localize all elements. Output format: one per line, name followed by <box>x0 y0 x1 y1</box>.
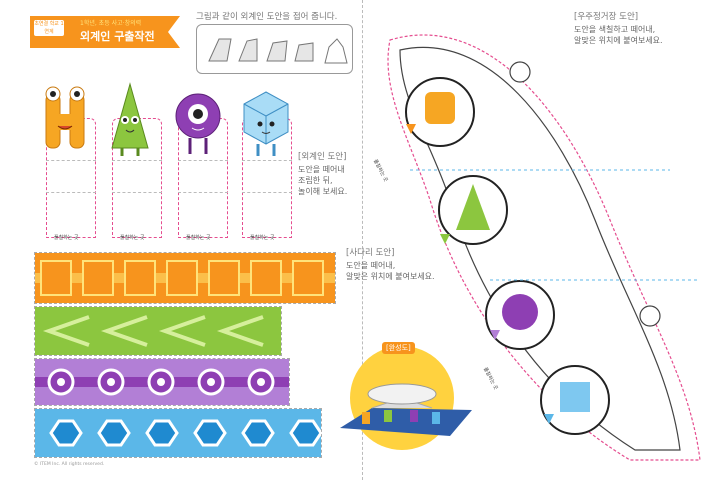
antenna-icon <box>509 61 661 327</box>
alien-characters <box>45 82 289 156</box>
alien-section-title: [외계인 도안] <box>298 152 347 162</box>
instruction-text: 그림과 같이 외계인 도안을 접어 줍니다. <box>196 12 338 22</box>
badge: 초연결 학교 1 연계 <box>34 20 64 36</box>
ladder-strip-purple <box>34 358 290 406</box>
orange-h-alien-icon <box>45 86 85 149</box>
purple-circle-alien-icon <box>175 93 221 154</box>
ladder-strip-green <box>34 306 282 356</box>
copyright: © ITEM Inc. All rights reserved. <box>34 462 105 467</box>
completed-illustration <box>340 346 472 450</box>
spaceship-section-title: [우주정거장 도안] <box>574 12 639 22</box>
spaceship-section-desc-1: 도안을 색칠하고 떼어내, <box>574 25 656 34</box>
alien-card-purple <box>178 118 228 238</box>
folding-illustration <box>196 24 353 74</box>
spaceship-section-desc-2: 알맞은 위치에 붙여보세요. <box>574 36 663 45</box>
green-triangle-alien-icon <box>111 82 149 156</box>
alien-section-desc-1: 도안을 떼어내 <box>298 165 345 174</box>
spaceship-outline <box>387 34 701 461</box>
ladder-section-title: [사다리 도안] <box>346 248 395 258</box>
spaceship-alien-purple <box>502 294 538 330</box>
ladder-strip-blue <box>34 408 323 458</box>
alien-section-desc-2: 조립한 뒤, <box>298 176 333 185</box>
ladder-section-desc-1: 도안을 떼어내, <box>346 261 396 270</box>
spaceship-alien-blue <box>560 382 590 412</box>
page-title: 외계인 구출작전 <box>80 30 155 43</box>
blue-cube-alien-icon <box>243 91 289 156</box>
card-label: 풀칠하는 곳 <box>54 235 79 241</box>
tag-subtitle: 1학년, 초등 사고·창의력 <box>80 20 142 27</box>
card-label: 풀칠하는 곳 <box>186 235 211 241</box>
spaceship-alien-green <box>456 184 490 230</box>
card-label: 풀칠하는 곳 <box>250 235 275 241</box>
fold-steps-icon <box>208 38 348 64</box>
fold-line <box>362 0 363 480</box>
ladder-strip-orange <box>34 252 336 304</box>
alien-section-desc-3: 놀이해 보세요. <box>298 187 348 196</box>
spaceship-alien-orange <box>425 92 455 124</box>
ladder-section-desc-2: 알맞은 위치에 붙여보세요. <box>346 272 435 281</box>
completed-label: [완성도] <box>382 342 415 354</box>
card-label: 풀칠하는 곳 <box>120 235 145 241</box>
